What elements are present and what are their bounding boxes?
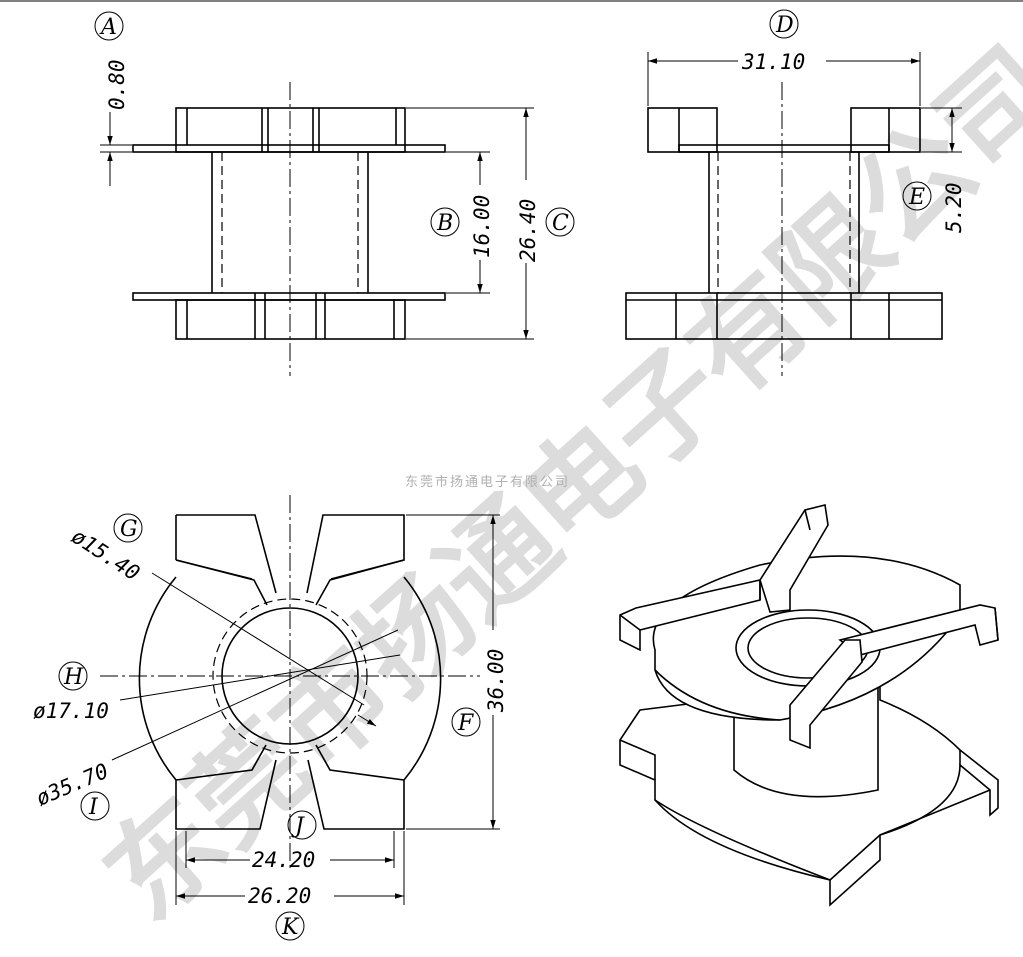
iso-arm-right — [838, 604, 999, 656]
label-i-circle — [80, 791, 110, 821]
dim-f-value: 36.00 — [484, 649, 508, 713]
side-view: 31.10 D 5.20 E — [625, 9, 966, 376]
label-h: H — [63, 665, 84, 690]
label-f: F — [457, 711, 474, 736]
dim-h-value: ø17.10 — [33, 699, 109, 723]
label-b-circle — [430, 207, 460, 237]
dim-k-value: 26.20 — [248, 884, 311, 908]
top-view-outline — [138, 514, 442, 830]
top-view: 36.00 F ø15.40 G H ø17.10 ø35.70 I 24.20… — [33, 495, 508, 941]
iso-arm-left — [619, 578, 761, 652]
label-b: B — [436, 211, 453, 236]
iso-arm-top — [759, 504, 829, 613]
company-caption: 东莞市扬通电子有限公司 — [405, 474, 570, 490]
label-g: G — [120, 517, 138, 542]
label-a-circle — [94, 11, 124, 41]
label-e-circle — [902, 181, 932, 211]
label-d-circle — [769, 9, 799, 39]
label-j: J — [291, 814, 305, 839]
label-g-circle — [113, 513, 143, 543]
label-f-circle — [451, 707, 481, 737]
label-i: I — [88, 795, 99, 820]
label-k-circle — [275, 911, 305, 941]
dim-c-value: 26.40 — [516, 199, 540, 262]
label-a: A — [99, 15, 117, 40]
iso-arm-front — [789, 639, 863, 750]
label-d: D — [775, 13, 794, 38]
front-view: 0.80 A 16.00 B 26.40 C — [94, 11, 575, 376]
dim-b-value: 16.00 — [470, 195, 494, 258]
label-h-circle — [58, 661, 88, 691]
isometric-view — [619, 504, 999, 907]
front-bottom-plate — [132, 292, 446, 301]
dim-e-value: 5.20 — [942, 182, 966, 233]
side-bottom-flange — [625, 292, 943, 340]
label-c-circle — [545, 207, 575, 237]
label-c: C — [552, 211, 569, 236]
label-e: E — [908, 185, 925, 210]
label-j-circle — [287, 810, 317, 840]
dim-a-value: 0.80 — [105, 59, 129, 110]
label-k: K — [281, 915, 300, 940]
dim-j-value: 24.20 — [252, 848, 315, 872]
dim-i-value: ø35.70 — [33, 759, 112, 811]
dim-d-value: 31.10 — [741, 50, 805, 74]
front-top-plate — [132, 144, 446, 153]
